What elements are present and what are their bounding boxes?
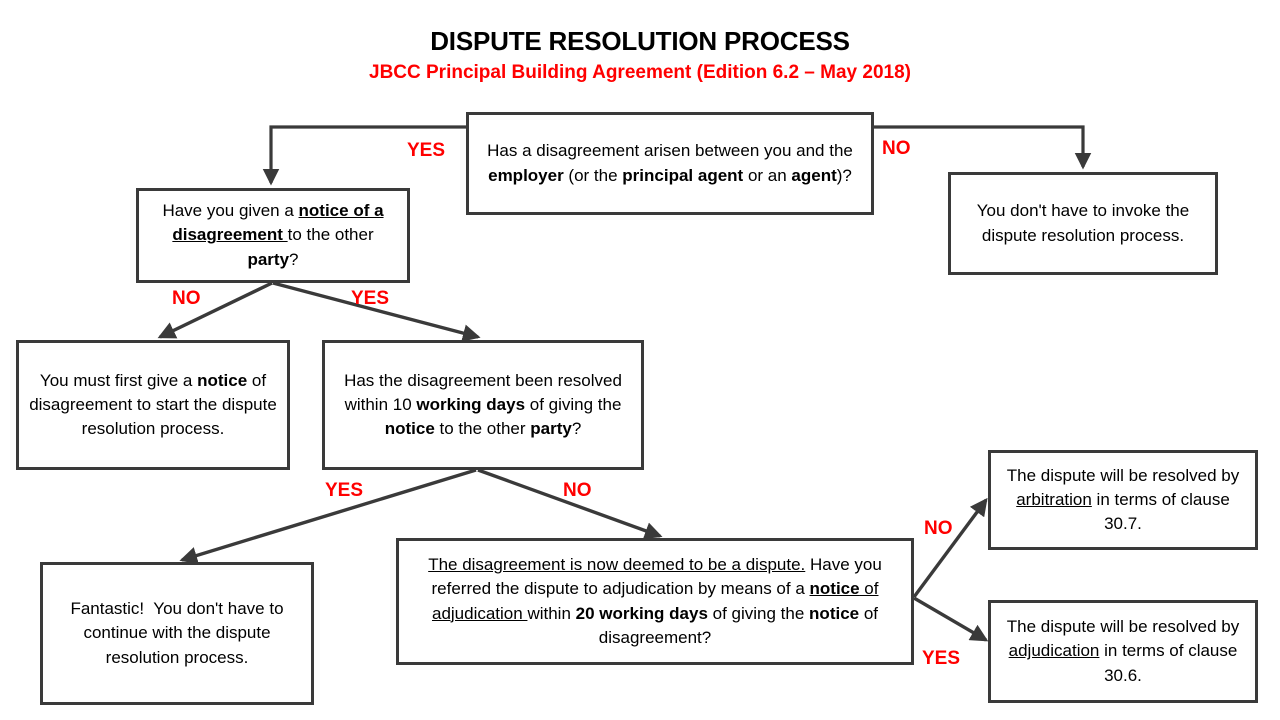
node-r3-fantastic: Fantastic! You don't have to continue wi…: [40, 562, 314, 705]
edge-q2-no-r2: [157, 281, 273, 339]
edge-label-q3-yes: YES: [325, 480, 364, 501]
node-r5-text: The dispute will be resolved by adjudica…: [1006, 617, 1240, 685]
edge-label-q4-yes: YES: [922, 648, 961, 669]
node-q3-text: Has the disagreement been resolved withi…: [344, 370, 622, 439]
node-r2-must-give-notice: You must first give a notice of disagree…: [16, 340, 290, 470]
edge-label-q3-no: NO: [563, 480, 592, 501]
node-r2-text: You must first give a notice of disagree…: [29, 370, 277, 439]
edge-label-q2-no: NO: [172, 288, 201, 309]
node-q1-text: Has a disagreement arisen between you an…: [487, 141, 853, 185]
edge-q4-yes-r5: [913, 596, 989, 642]
edge-q2-yes-q3: [272, 281, 481, 342]
edge-q3-yes-r3: [179, 468, 477, 565]
edge-q4-no-r4: [912, 497, 988, 599]
node-q4-text: The disagreement is now deemed to be a d…: [428, 555, 882, 647]
node-r1-text: You don't have to invoke the dispute res…: [976, 201, 1190, 245]
node-q2-text: Have you given a notice of a disagreemen…: [162, 201, 384, 269]
edge-label-q2-yes: YES: [351, 288, 390, 309]
edge-q1-no-r1: [874, 125, 1092, 170]
edge-label-q4-no: NO: [924, 518, 953, 539]
node-q2-notice-given: Have you given a notice of a disagreemen…: [136, 188, 410, 283]
node-r1-no-invoke: You don't have to invoke the dispute res…: [948, 172, 1218, 275]
node-r3-text: Fantastic! You don't have to continue wi…: [70, 599, 284, 667]
node-q1-disagreement-arisen: Has a disagreement arisen between you an…: [466, 112, 874, 215]
node-q4-referred-adjudication: The disagreement is now deemed to be a d…: [396, 538, 914, 665]
node-r4-text: The dispute will be resolved by arbitrat…: [1006, 465, 1240, 534]
node-q3-resolved-10-days: Has the disagreement been resolved withi…: [322, 340, 644, 470]
edge-q3-no-q4: [477, 468, 663, 540]
node-r4-arbitration: The dispute will be resolved by arbitrat…: [988, 450, 1258, 550]
node-r5-adjudication: The dispute will be resolved by adjudica…: [988, 600, 1258, 703]
edge-q1-yes-q2: [262, 125, 466, 186]
page-title: DISPUTE RESOLUTION PROCESS: [430, 26, 850, 56]
edge-label-q1-no: NO: [882, 138, 911, 159]
edge-label-q1-yes: YES: [407, 140, 446, 161]
page-subtitle: JBCC Principal Building Agreement (Editi…: [369, 62, 911, 83]
